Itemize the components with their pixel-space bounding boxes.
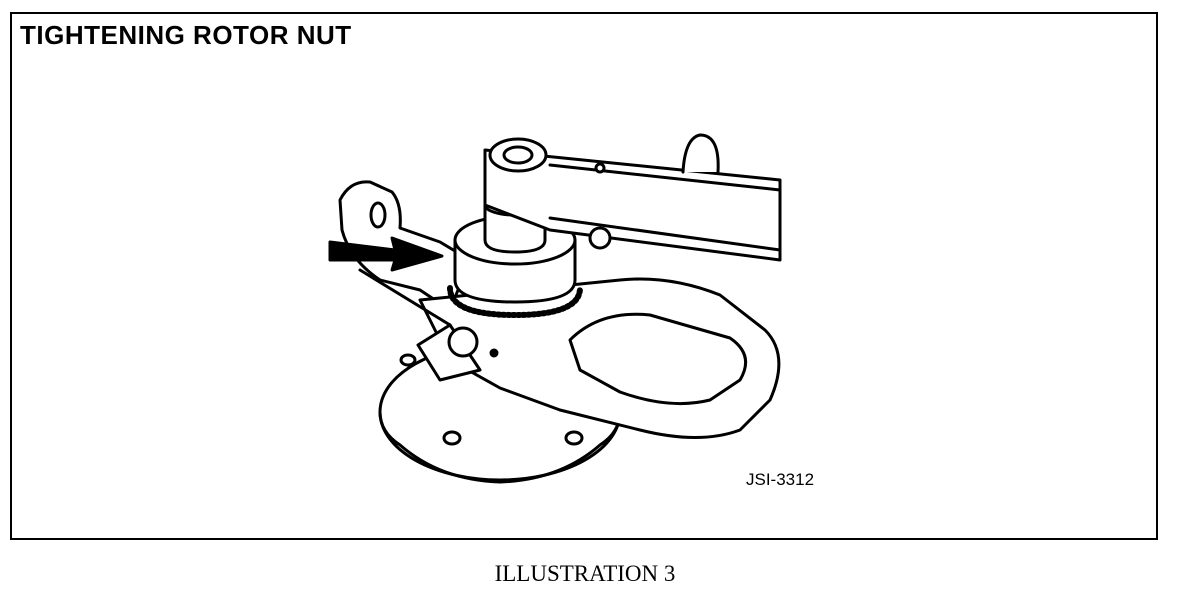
torque-wrench — [483, 133, 782, 262]
rotor-nut-illustration — [328, 133, 782, 484]
figure-code: JSI-3312 — [746, 470, 815, 489]
holder-tool — [358, 268, 781, 439]
figure-caption: ILLUSTRATION 3 — [494, 561, 676, 586]
figure-title: TIGHTENING ROTOR NUT — [20, 20, 352, 50]
arrow-indicator — [328, 236, 444, 272]
